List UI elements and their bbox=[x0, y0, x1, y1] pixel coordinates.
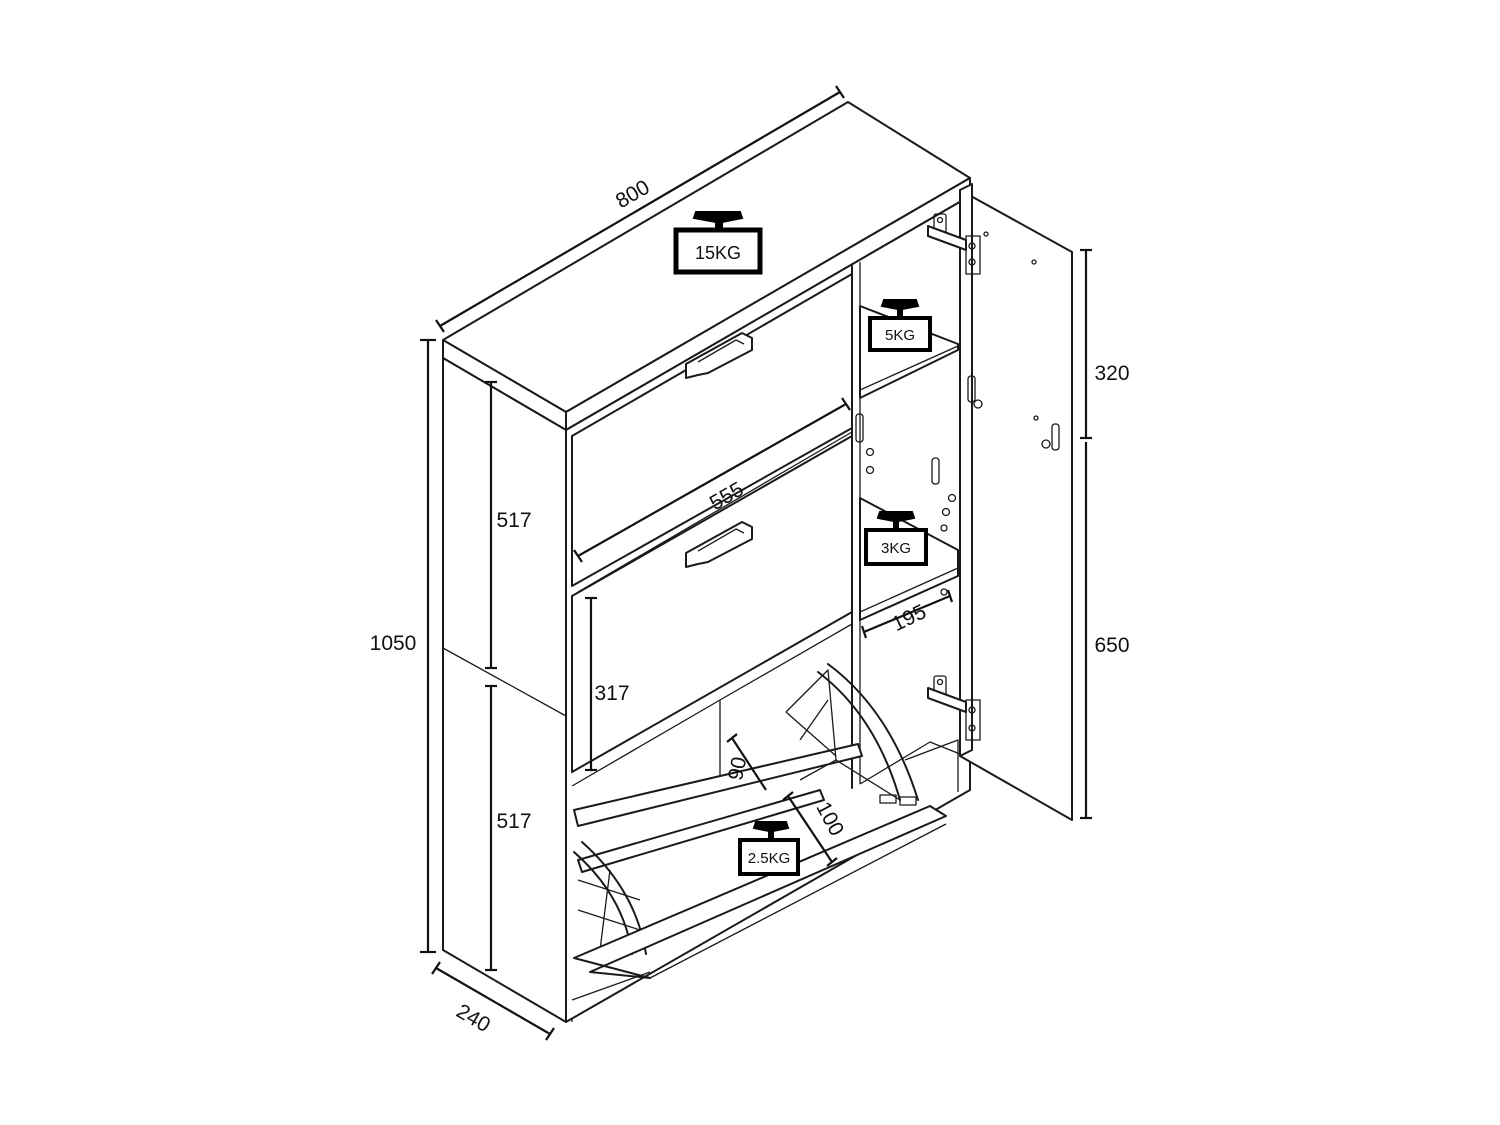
weight-drawer-label: 2.5KG bbox=[748, 850, 791, 867]
door-hole bbox=[1033, 415, 1039, 421]
weight-icon bbox=[673, 211, 763, 275]
pin-hole bbox=[947, 493, 957, 503]
door-upper-label: 320 bbox=[1094, 362, 1129, 385]
pin-hole bbox=[940, 524, 948, 532]
middle-flap[interactable] bbox=[571, 435, 853, 773]
weight-icon bbox=[738, 821, 800, 876]
middle-handle-icon[interactable] bbox=[685, 521, 753, 568]
bracket-diag-2 bbox=[799, 699, 829, 741]
left-rib-3 bbox=[599, 869, 611, 951]
weight-2-5kg: 2.5KG bbox=[738, 821, 800, 876]
flap-doors bbox=[571, 273, 853, 773]
drawer-front-open[interactable] bbox=[573, 805, 947, 979]
plinth-right bbox=[904, 739, 959, 792]
side-panel-joint bbox=[442, 647, 567, 717]
weight-upper-shelf-label: 5KG bbox=[885, 327, 915, 344]
weight-top-label: 15KG bbox=[695, 243, 741, 263]
flap-gap bbox=[577, 431, 853, 593]
width-label: 800 bbox=[612, 176, 654, 213]
height-label: 1050 bbox=[370, 632, 417, 655]
door-hole bbox=[973, 399, 983, 409]
upper-hinge-icon bbox=[927, 213, 981, 275]
pin-hole bbox=[865, 447, 875, 457]
door-hole bbox=[1031, 259, 1037, 265]
pin-hole bbox=[941, 507, 951, 517]
left-rib-2 bbox=[577, 909, 641, 931]
pin-hole bbox=[865, 465, 875, 475]
right-arc-outer bbox=[827, 663, 919, 801]
left-side-panel bbox=[442, 357, 567, 1023]
slot-fitting bbox=[855, 413, 864, 443]
door-hole bbox=[1041, 439, 1051, 449]
pin-hole bbox=[940, 588, 948, 596]
drawer-front-edge bbox=[649, 823, 947, 979]
weight-3kg: 3KG bbox=[864, 511, 928, 566]
upper-shelf-front bbox=[859, 345, 959, 391]
weight-15kg: 15KG bbox=[673, 211, 763, 275]
weight-icon bbox=[864, 511, 928, 566]
bracket-arm bbox=[835, 759, 901, 801]
right-bracket-frame bbox=[785, 669, 837, 781]
weight-icon bbox=[868, 299, 932, 352]
door-panel[interactable] bbox=[959, 189, 1073, 821]
depth-label: 240 bbox=[452, 1000, 494, 1037]
flap-lower-label: 517 bbox=[496, 810, 531, 833]
weight-5kg: 5KG bbox=[868, 299, 932, 352]
weight-lower-shelf-label: 3KG bbox=[881, 540, 911, 557]
shoe-rail-2 bbox=[577, 789, 825, 873]
shoe-rail bbox=[573, 743, 863, 827]
upper-handle-icon[interactable] bbox=[685, 332, 753, 379]
door-lower-label: 650 bbox=[1094, 634, 1129, 657]
tray-depth-label: 90 bbox=[724, 755, 751, 783]
upper-flap[interactable] bbox=[571, 273, 853, 587]
door-hole bbox=[983, 231, 989, 237]
lower-shelf-front bbox=[859, 567, 959, 613]
flap-upper-label: 517 bbox=[496, 509, 531, 532]
door-slot bbox=[967, 375, 976, 403]
lower-hinge-icon bbox=[927, 675, 981, 741]
bracket-clip-2 bbox=[899, 796, 917, 806]
compartment-floor bbox=[859, 741, 961, 785]
slot-fitting bbox=[931, 457, 940, 485]
flap-height-label: 317 bbox=[594, 682, 629, 705]
right-arc-inner bbox=[817, 671, 901, 801]
door-edge bbox=[959, 183, 973, 757]
dimension-lines bbox=[420, 85, 1092, 1041]
plinth-line bbox=[571, 971, 651, 1001]
bracket-diag-1 bbox=[785, 711, 837, 757]
bracket-clip bbox=[879, 794, 897, 804]
open-drawer bbox=[571, 623, 959, 1001]
left-rib-1 bbox=[577, 879, 641, 901]
open-door bbox=[927, 183, 1073, 821]
door-slot bbox=[1051, 423, 1060, 451]
